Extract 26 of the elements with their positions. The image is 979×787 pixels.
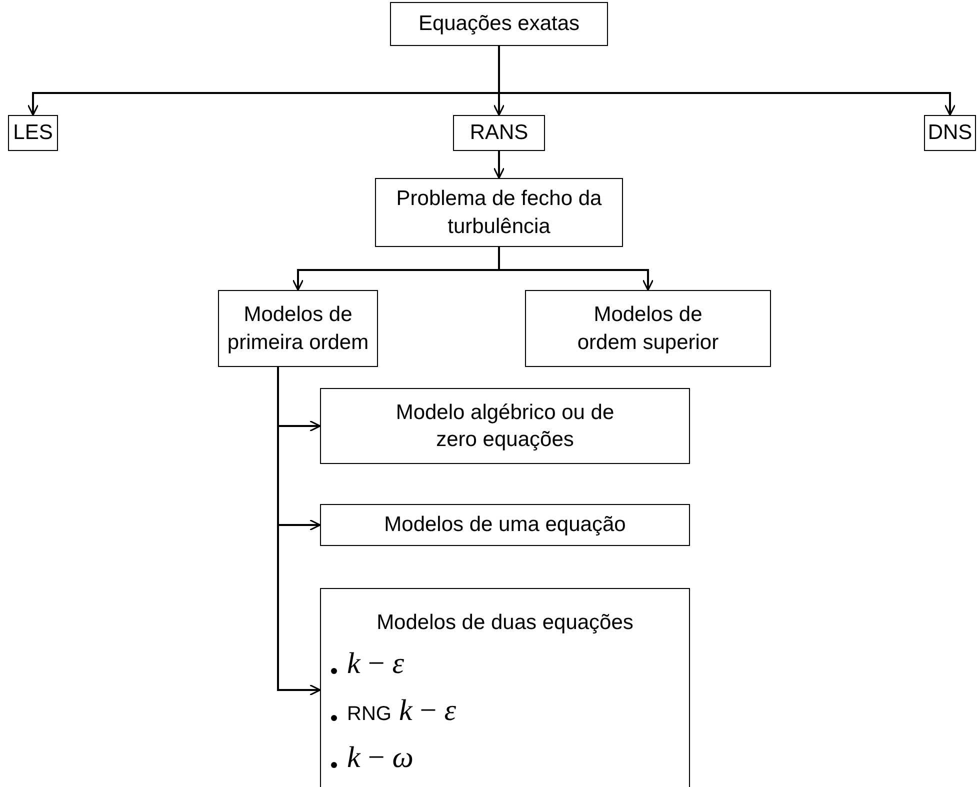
list-box [320,588,690,787]
box-label: DNS [928,120,972,146]
box-heading: Modelos de duas equações [376,610,634,636]
list-item: k − ε [329,644,681,684]
process-box [320,388,690,464]
box-label: Modelo algébrico ou de zero equações [394,400,616,453]
process-box [218,290,378,367]
list-item: k − ω [329,738,681,778]
process-box [390,2,608,46]
arrow [277,367,321,696]
box-label: Modelos de primeira ordem [226,302,370,356]
arrow [498,247,654,291]
box-label: Modelos de uma equação [384,512,626,538]
process-box [924,115,976,151]
arrow [493,151,505,179]
process-box [525,290,771,367]
process-box [375,178,623,247]
process-box [453,115,545,151]
box-label: Equações exatas [418,11,580,38]
list-item: RNG k − ε [329,691,681,730]
box-label: Modelos de ordem superior [576,302,720,356]
box-label: LES [13,120,53,146]
process-box [8,115,58,151]
box-label: RANS [470,120,528,146]
process-box [320,504,690,546]
box-label: Problema de fecho da turbulência [395,186,603,240]
